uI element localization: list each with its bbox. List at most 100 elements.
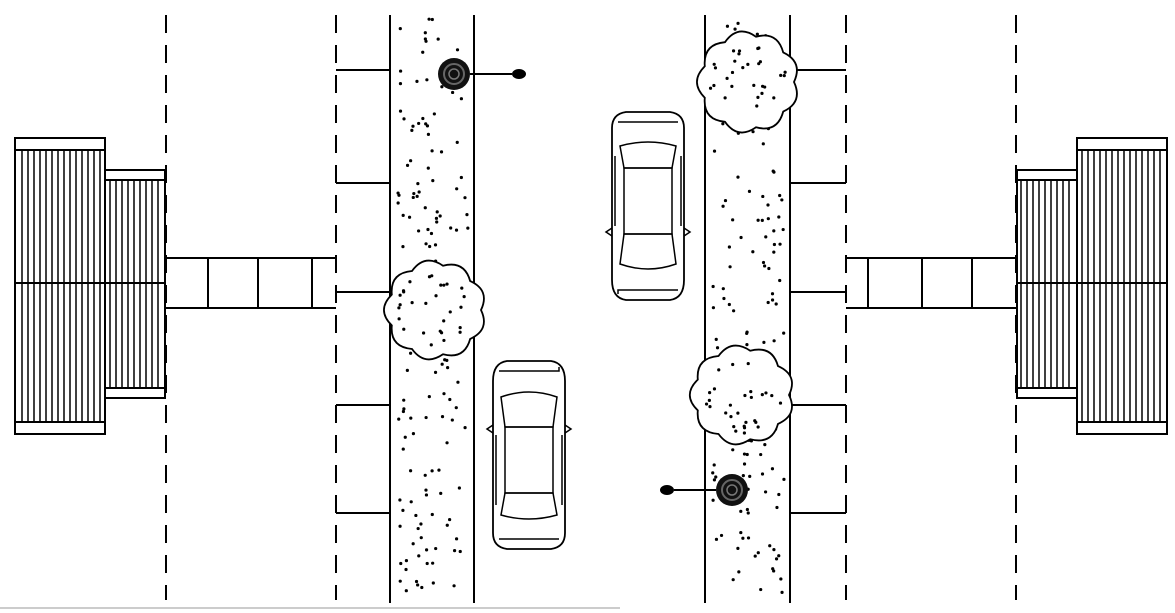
gravel-dot [419,536,423,540]
gravel-dot [424,415,428,420]
gravel-dot [421,50,425,54]
gravel-dot [430,17,434,22]
gravel-dot [408,351,413,355]
gravel-dot [760,91,764,95]
gravel-dot [404,567,408,572]
gravel-dot [396,191,400,195]
gravel-dot [756,46,760,51]
gravel-dot [777,492,781,497]
tree-icon [383,259,485,361]
car-mirror [604,227,613,237]
gravel-dot [761,142,765,146]
gravel-dot [459,97,463,101]
right-footbridge-icon [846,257,1017,309]
gravel-dot [780,198,784,202]
gravel-dot [755,104,759,108]
gravel-dot [749,390,753,394]
gravel-dot [424,301,428,305]
gravel-dot [759,587,763,592]
gravel-dot [458,549,462,554]
gravel-dot [713,66,718,70]
gravel-dot [435,210,439,214]
gravel-dot [455,187,459,191]
tree-icon [696,30,798,134]
gravel-dot [731,362,735,367]
gravel-dot [758,60,762,64]
gravel-dot [424,488,428,492]
gravel-dot [435,220,439,224]
gravel-dot [759,452,763,457]
gravel-dot [742,452,747,456]
gravel-dot [733,59,737,63]
gravel-dot [756,95,760,99]
gravel-dot [741,66,745,70]
car-body [611,111,685,301]
gravel-dot [401,508,405,513]
gravel-dot [403,435,407,439]
gravel-dot [460,286,464,290]
car-body [492,360,566,550]
gravel-dot [777,554,781,558]
gravel-dot [455,140,459,144]
gravel-dot [411,195,415,200]
gravel-dot [423,31,427,35]
gravel-dot [772,170,776,174]
gravel-dot [741,474,745,478]
gravel-dot [731,218,735,222]
gravel-dot [425,124,430,128]
gravel-dot [417,190,421,194]
gravel-dot [442,338,446,343]
gravel-dot [408,469,413,473]
gravel-dot [431,581,435,585]
gravel-dot [459,305,463,309]
gravel-dot [772,96,776,100]
gravel-dot [717,368,721,372]
right-building-icon [1016,137,1168,435]
gravel-dot [745,343,749,347]
gravel-dot [439,491,443,495]
gravel-dot [761,260,766,265]
gravel-dot [463,196,467,200]
gravel-dot [711,306,716,310]
gravel-dot [459,175,463,180]
gravel-dot [425,78,429,82]
gravel-dot [783,70,787,74]
gravel-dot [723,96,727,100]
gravel-dot [723,198,728,203]
gravel-dot [711,284,715,289]
gravel-dot [778,193,782,198]
gravel-dot [730,70,735,75]
gravel-dot [430,149,434,153]
gravel-dot [764,391,768,395]
gravel-dot [734,429,738,433]
car-mirror [683,227,692,237]
gravel-dot [411,124,415,128]
gravel-dot [416,526,420,531]
gravel-dot [416,182,420,186]
gravel-dot [424,493,429,497]
gravel-dot [775,505,779,510]
gravel-dot [466,226,470,230]
gravel-dot [712,149,717,153]
gravel-dot [430,274,434,278]
gravel-dot [426,166,430,170]
gravel-dot [770,467,775,471]
gravel-dot [434,546,438,551]
gravel-dot [398,27,402,31]
gravel-dot [427,17,431,21]
gravel-dot [727,245,731,249]
gravel-dot [766,300,770,305]
gravel-dot [736,175,740,179]
gravel-dot [433,370,438,374]
gravel-dot [739,235,743,240]
gravel-dot [753,419,757,423]
gravel-dot [398,303,402,307]
gravel-dot [768,544,772,548]
gravel-dot [712,478,717,482]
gravel-dot [402,327,406,331]
gravel-dot [416,583,420,587]
gravel-dot [763,264,767,268]
car-hood-line [499,367,560,372]
gravel-dot [737,49,742,53]
gravel-dot [409,500,413,504]
